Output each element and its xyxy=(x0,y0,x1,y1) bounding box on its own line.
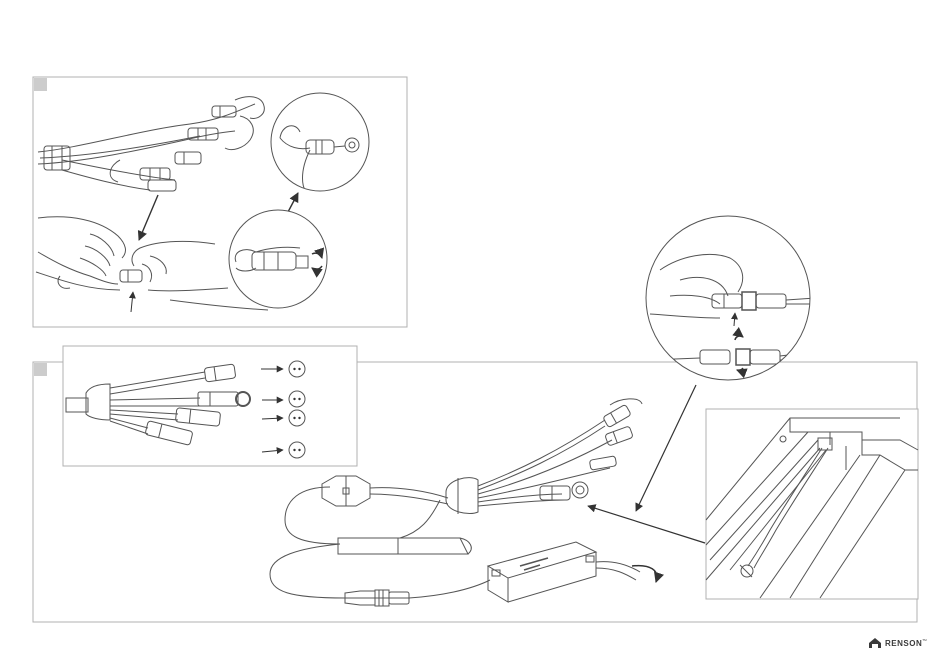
detail-circle-connected xyxy=(271,93,369,195)
two-pin-socket-icon xyxy=(289,442,305,458)
two-pin-socket-icon xyxy=(289,391,305,407)
profile-detail-box xyxy=(706,409,918,599)
renson-logo: RENSON TM xyxy=(868,636,927,650)
step1-panel xyxy=(33,77,407,327)
arrow-profile-to-connector xyxy=(588,506,705,543)
two-pin-socket-icon xyxy=(289,361,305,377)
two-pin-socket-icon xyxy=(289,410,305,426)
cable-bundle-top xyxy=(38,97,264,191)
renson-logo-text: RENSON xyxy=(885,639,922,648)
step1-number-box xyxy=(34,78,47,91)
arrow-down xyxy=(139,195,158,240)
step2-panel xyxy=(33,216,918,622)
renson-logo-trademark: TM xyxy=(922,638,926,642)
connector-legend xyxy=(63,346,357,466)
detail-circle-hand-connect xyxy=(646,216,815,380)
arrow-up-small xyxy=(131,292,133,312)
step2-number-box xyxy=(34,363,47,376)
detail-circle-rotate xyxy=(229,210,327,308)
arrow-detail-to-bundle xyxy=(636,385,696,511)
arrow-between-details xyxy=(288,193,298,212)
renson-logo-icon xyxy=(868,637,882,649)
